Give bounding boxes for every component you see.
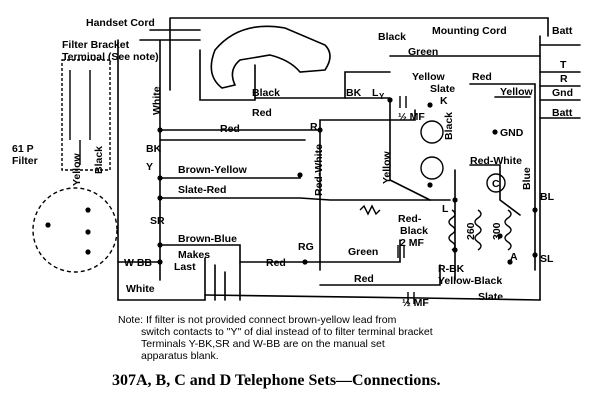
handset-body — [210, 25, 331, 89]
wire-yellow-vert — [389, 99, 431, 201]
label-black-handset: Black — [252, 87, 280, 99]
label-ly: L — [372, 87, 379, 99]
note-line-4: apparatus blank. — [141, 350, 219, 362]
capacitor-half-mf-2 — [407, 292, 415, 304]
wire-slate-bottom — [204, 294, 541, 301]
label-gnd-term: GND — [500, 127, 524, 139]
label-makes-last-2: Last — [174, 261, 196, 273]
label-yellow-left: Yellow — [71, 152, 83, 186]
diagram-caption: 307A, B, C and D Telephone Sets—Connecti… — [112, 372, 441, 389]
label-coil-260: 260 — [465, 222, 477, 240]
label-filter-61p-2: Filter — [12, 155, 38, 167]
label-white-bottom: White — [126, 283, 155, 295]
wire-c-loop — [469, 164, 521, 216]
label-green-top: Green — [408, 46, 438, 58]
label-sr: SR — [150, 215, 165, 227]
capacitor-2mf — [397, 245, 405, 258]
label-half-mf: ½ MF — [398, 111, 425, 123]
wire-red-lower — [319, 264, 441, 286]
coil-300 — [504, 209, 512, 251]
label-slate-bottom: Slate — [478, 291, 503, 303]
label-y: Y — [146, 161, 153, 173]
label-red-black-2: Black — [400, 225, 428, 237]
label-yellow-slate: Yellow — [412, 71, 446, 83]
label-filter-61p-1: 61 P — [12, 143, 34, 155]
receiver-coil-top — [420, 120, 444, 144]
label-gnd: Gnd — [552, 87, 573, 99]
label-filter-bracket-1: Filter Bracket — [62, 39, 130, 51]
labels: Handset Cord Filter Bracket Terminal (Se… — [12, 17, 573, 309]
note-line-3: Terminals Y-BK,SR and W-BB are on the ma… — [141, 338, 385, 350]
label-bk-term: BK — [146, 143, 162, 155]
label-red-lower: Red — [354, 273, 374, 285]
label-slate-red: Slate-Red — [178, 184, 226, 196]
wire-red-main — [159, 109, 416, 131]
label-bl: BL — [540, 191, 555, 203]
wire-slate-red — [159, 197, 451, 201]
wire-black-handset — [254, 71, 391, 99]
label-filter-bracket-2: Terminal (See note) — [62, 51, 159, 63]
note-line-1: Note: If filter is not provided connect … — [118, 314, 397, 326]
label-brown-blue: Brown-Blue — [178, 233, 237, 245]
wire-handset-top — [139, 29, 201, 41]
wire-brown-blue — [159, 244, 241, 301]
label-l: L — [442, 203, 449, 215]
handset-cradle — [199, 49, 256, 101]
label-black-left: Black — [93, 146, 105, 174]
label-red-top: Red — [472, 71, 492, 83]
wire-green-mid — [304, 239, 401, 263]
c-terminal — [486, 173, 506, 193]
note-line-2: switch contacts to "Y" of dial instead o… — [141, 326, 433, 338]
label-bk: BK — [346, 87, 362, 99]
capacitor-half-mf — [399, 96, 407, 108]
label-rg: RG — [298, 241, 314, 253]
label-batt: Batt — [552, 107, 573, 119]
label-green-mid: Green — [348, 246, 378, 258]
label-white: White — [151, 86, 163, 115]
label-two-mf: 2 MF — [400, 237, 425, 249]
label-blue: Blue — [521, 167, 533, 190]
wire-right-vert — [454, 169, 536, 281]
label-mounting-cord: Mounting Cord — [432, 25, 507, 37]
terminals — [45, 97, 538, 265]
label-red-black-1: Red- — [398, 213, 422, 225]
label-red-white-vert: Red-White — [313, 144, 325, 196]
coil-260 — [474, 209, 482, 251]
wire-makes-last — [204, 257, 226, 301]
label-c: C — [492, 178, 500, 190]
label-r-bk: R-BK — [438, 263, 465, 275]
label-a: A — [510, 251, 518, 263]
note-text: Note: If filter is not provided connect … — [118, 314, 498, 362]
label-t: T — [560, 59, 567, 71]
label-brown-yellow: Brown-Yellow — [178, 164, 248, 176]
coil-left — [448, 209, 456, 251]
label-yellow-black: Yellow-Black — [438, 275, 502, 287]
label-slate: Slate — [430, 83, 455, 95]
label-sl: SL — [540, 253, 554, 265]
label-black-top: Black — [378, 31, 406, 43]
label-k: K — [440, 95, 448, 107]
label-red-mid: Red — [266, 257, 286, 269]
label-red-a: Red — [252, 107, 272, 119]
label-r-term: R — [310, 121, 318, 133]
resistor-red-black — [359, 204, 381, 216]
wire-red-top — [469, 83, 536, 211]
filter-61p — [32, 59, 118, 273]
label-ly-sub: Y — [379, 92, 385, 101]
label-red-white: Red-White — [470, 155, 522, 167]
label-yellow-right: Yellow — [500, 86, 534, 98]
label-yellow-vert: Yellow — [381, 150, 393, 184]
label-half-mf-2: ½ MF — [402, 297, 429, 309]
label-batt-top: Batt — [552, 25, 573, 37]
label-r: R — [560, 73, 568, 85]
label-black-vert: Black — [443, 112, 455, 140]
label-handset-cord: Handset Cord — [86, 17, 155, 29]
label-red-b: Red — [220, 123, 240, 135]
receiver-coil-bottom — [420, 156, 444, 180]
label-w-bb: W BB — [124, 257, 152, 269]
components — [359, 96, 512, 304]
label-coil-300: 300 — [491, 222, 503, 240]
label-makes-last-1: Makes — [178, 249, 210, 261]
